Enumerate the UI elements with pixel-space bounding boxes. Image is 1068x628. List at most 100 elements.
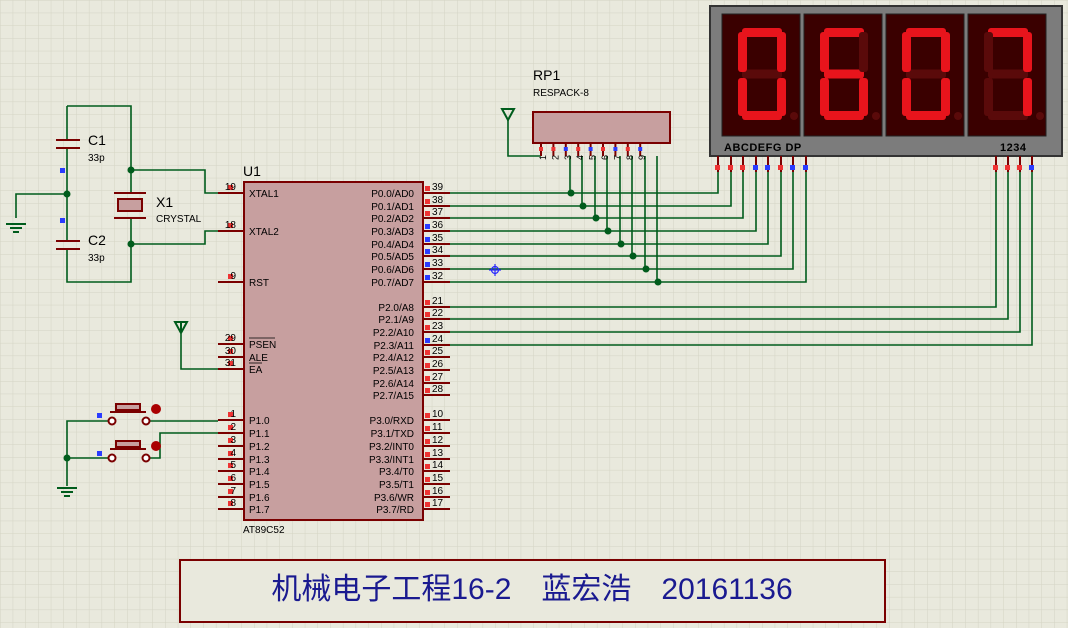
rp-pin-number: 9 bbox=[637, 155, 647, 160]
resistor-pack-rp1[interactable] bbox=[532, 111, 671, 144]
pin-name: XTAL2 bbox=[249, 227, 279, 238]
rp-pin-number: 1 bbox=[538, 155, 548, 160]
junction-dot bbox=[63, 190, 71, 198]
pin-state-indicator bbox=[228, 489, 233, 494]
pin-state-indicator bbox=[228, 476, 233, 481]
pin-name: P3.3/INT1 bbox=[369, 455, 414, 466]
pin-number: 11 bbox=[432, 422, 443, 433]
segment-e bbox=[820, 78, 829, 116]
segment-dp bbox=[790, 112, 798, 120]
pin-number: 17 bbox=[432, 498, 444, 509]
pin-number: 15 bbox=[432, 473, 444, 484]
power-terminal-icon bbox=[173, 321, 189, 334]
rp-pin-number: 4 bbox=[575, 155, 585, 160]
wire bbox=[450, 172, 997, 308]
junction-dot bbox=[567, 189, 575, 197]
pin-name: P1.6 bbox=[249, 493, 270, 504]
segment-f bbox=[738, 32, 747, 72]
pin-number: 33 bbox=[432, 258, 444, 269]
pin-state-indicator bbox=[425, 262, 430, 267]
segment-d bbox=[742, 111, 782, 120]
pin-name: P2.2/A10 bbox=[373, 328, 415, 339]
pin-state-indicator bbox=[715, 165, 720, 170]
segment-c bbox=[777, 78, 786, 116]
wire bbox=[15, 193, 67, 218]
pin-name: P1.7 bbox=[249, 505, 270, 516]
button-state-indicator bbox=[151, 404, 161, 414]
crystal-x1[interactable] bbox=[114, 192, 146, 219]
pin-state-indicator bbox=[228, 336, 233, 341]
pin-number: 30 bbox=[225, 346, 237, 357]
pin-number: 26 bbox=[432, 359, 444, 370]
pin-number: 23 bbox=[432, 321, 444, 332]
pin-name: XTAL1 bbox=[249, 189, 279, 200]
pin-number: 1 bbox=[230, 409, 236, 420]
pin-number: 37 bbox=[432, 207, 444, 218]
pin-number: 32 bbox=[432, 271, 444, 282]
wire bbox=[620, 172, 769, 245]
pin-number: 35 bbox=[432, 233, 444, 244]
pin-number: 39 bbox=[432, 182, 444, 193]
pin-state-indicator bbox=[425, 477, 430, 482]
pin-number: 13 bbox=[432, 448, 444, 459]
pin-name: P0.5/AD5 bbox=[371, 252, 414, 263]
pin-state-indicator bbox=[601, 147, 605, 151]
pin-state-indicator bbox=[425, 490, 430, 495]
junctions bbox=[60, 166, 662, 462]
segment-a bbox=[988, 28, 1028, 37]
rp-pin-number: 6 bbox=[600, 155, 610, 160]
junction-dot bbox=[579, 202, 587, 210]
pin-name: P0.6/AD6 bbox=[371, 265, 414, 276]
pin-state-indicator bbox=[425, 312, 430, 317]
capacitor-c1[interactable] bbox=[56, 139, 80, 149]
pushbutton-1[interactable] bbox=[107, 403, 151, 426]
pushbutton-2[interactable] bbox=[107, 440, 151, 463]
pin-name: P3.4/T0 bbox=[379, 467, 414, 478]
segment-d bbox=[988, 111, 1028, 120]
pin-number: 12 bbox=[432, 435, 444, 446]
pin-state-indicator bbox=[228, 463, 233, 468]
pin-name: ALE bbox=[249, 353, 268, 364]
pin-name: P3.6/WR bbox=[374, 493, 414, 504]
pin-state-indicator bbox=[425, 211, 430, 216]
junction-dot bbox=[629, 252, 637, 260]
pin-state-indicator bbox=[228, 361, 233, 366]
ground-icon bbox=[6, 223, 26, 233]
pin-state-indicator bbox=[425, 237, 430, 242]
wire bbox=[450, 172, 1021, 333]
microcontroller-u1[interactable] bbox=[243, 181, 424, 521]
wire bbox=[645, 172, 794, 270]
pin-state-indicator bbox=[425, 363, 430, 368]
pin-name: P1.0 bbox=[249, 416, 270, 427]
pin-number: 8 bbox=[230, 498, 236, 509]
wire bbox=[180, 333, 218, 370]
x1-ref-label: X1 bbox=[156, 194, 173, 210]
x1-value-label: CRYSTAL bbox=[156, 214, 202, 225]
rp1-value-label: RESPACK-8 bbox=[533, 88, 589, 99]
pin-name: P1.5 bbox=[249, 480, 270, 491]
pin-state-indicator bbox=[228, 412, 233, 417]
pin-state-indicator bbox=[1029, 165, 1034, 170]
pin-state-indicator bbox=[425, 350, 430, 355]
pin-name: P3.0/RXD bbox=[370, 416, 414, 427]
rp-pin-number: 5 bbox=[588, 155, 598, 160]
pin-state-indicator bbox=[425, 300, 430, 305]
segment-g bbox=[824, 69, 864, 79]
display-digits bbox=[721, 13, 1047, 137]
pin-number: 16 bbox=[432, 486, 444, 497]
pin-name: P2.7/A15 bbox=[373, 391, 415, 402]
pin-number: 25 bbox=[432, 346, 444, 357]
title-box bbox=[179, 559, 886, 623]
crosshair-icon bbox=[489, 264, 501, 276]
pin-name: P3.5/T1 bbox=[379, 480, 414, 491]
segment-e bbox=[984, 78, 993, 116]
segment-b bbox=[1023, 32, 1032, 72]
pin-state-indicator bbox=[425, 224, 430, 229]
segment-d bbox=[824, 111, 864, 120]
capacitor-c2[interactable] bbox=[56, 240, 80, 250]
segment-b bbox=[941, 32, 950, 72]
pin-name: P0.2/AD2 bbox=[371, 214, 414, 225]
pin-number: 9 bbox=[230, 271, 236, 282]
pin-state-indicator bbox=[97, 413, 102, 418]
